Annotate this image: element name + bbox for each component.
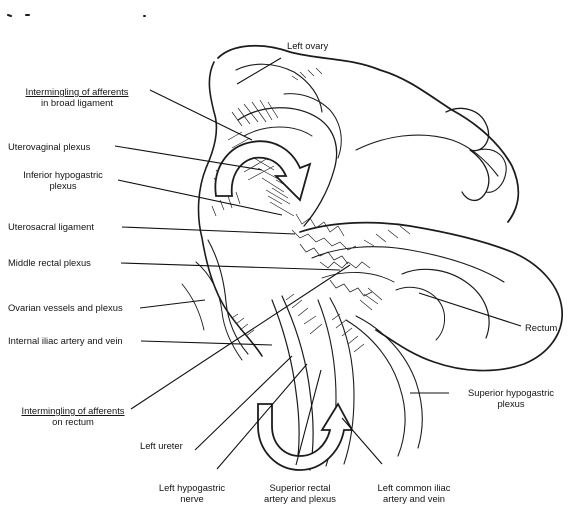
label-line: plexus	[451, 398, 571, 409]
label-uterosacral-ligament: Uterosacral ligament	[8, 221, 94, 232]
label-line: Inferior hypogastric	[8, 169, 118, 180]
ovary-outline	[218, 46, 518, 222]
label-line: Superior rectal	[252, 482, 348, 493]
label-line: artery and vein	[362, 493, 466, 504]
label-line: on rectum	[6, 416, 140, 427]
label-middle-rectal-plexus: Middle rectal plexus	[8, 257, 91, 268]
label-line: nerve	[146, 493, 238, 504]
label-line: Left hypogastric	[146, 482, 238, 493]
label-line: Left common iliac	[362, 482, 466, 493]
label-intermingling-broad-ligament: Intermingling of afferents in broad liga…	[6, 86, 148, 108]
label-line: Superior hypogastric	[451, 387, 571, 398]
label-line: in broad ligament	[6, 97, 148, 108]
nerve-plexus-hatching	[212, 68, 410, 352]
label-line: plexus	[8, 180, 118, 191]
label-left-ureter: Left ureter	[140, 440, 183, 451]
label-superior-rectal-artery-and-plexus: Superior rectal artery and plexus	[252, 482, 348, 504]
label-line: Intermingling of afferents	[6, 86, 148, 97]
label-inferior-hypogastric-plexus: Inferior hypogastric plexus	[8, 169, 118, 191]
lower-curved-arrow	[258, 404, 352, 470]
label-intermingling-on-rectum: Intermingling of afferents on rectum	[6, 405, 140, 427]
label-left-common-iliac-artery-and-vein: Left common iliac artery and vein	[362, 482, 466, 504]
label-line: artery and plexus	[252, 493, 348, 504]
label-superior-hypogastric-plexus: Superior hypogastric plexus	[451, 387, 571, 409]
label-left-ovary: Left ovary	[287, 40, 328, 51]
label-left-hypogastric-nerve: Left hypogastric nerve	[146, 482, 238, 504]
label-uterovaginal-plexus: Uterovaginal plexus	[8, 141, 90, 152]
label-rectum: Rectum	[525, 322, 557, 333]
label-ovarian-vessels-and-plexus: Ovarian vessels and plexus	[8, 302, 123, 313]
label-internal-iliac-artery-and-vein: Internal iliac artery and vein	[8, 335, 123, 346]
label-line: Intermingling of afferents	[6, 405, 140, 416]
